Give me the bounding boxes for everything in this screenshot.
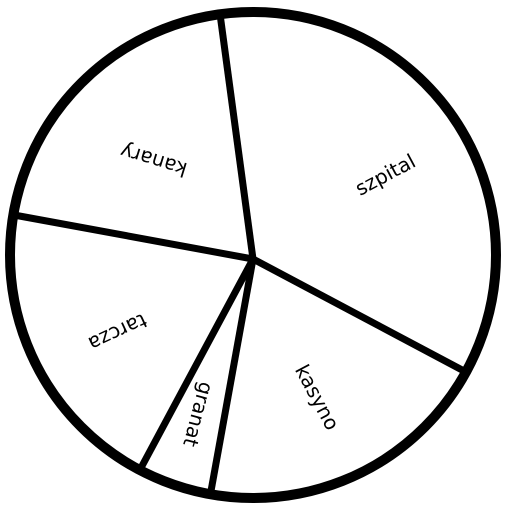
divider-line: [138, 257, 257, 468]
divider-line: [13, 211, 254, 263]
divider-line: [207, 258, 257, 492]
divider-line: [251, 255, 466, 375]
divider-line: [216, 13, 257, 260]
